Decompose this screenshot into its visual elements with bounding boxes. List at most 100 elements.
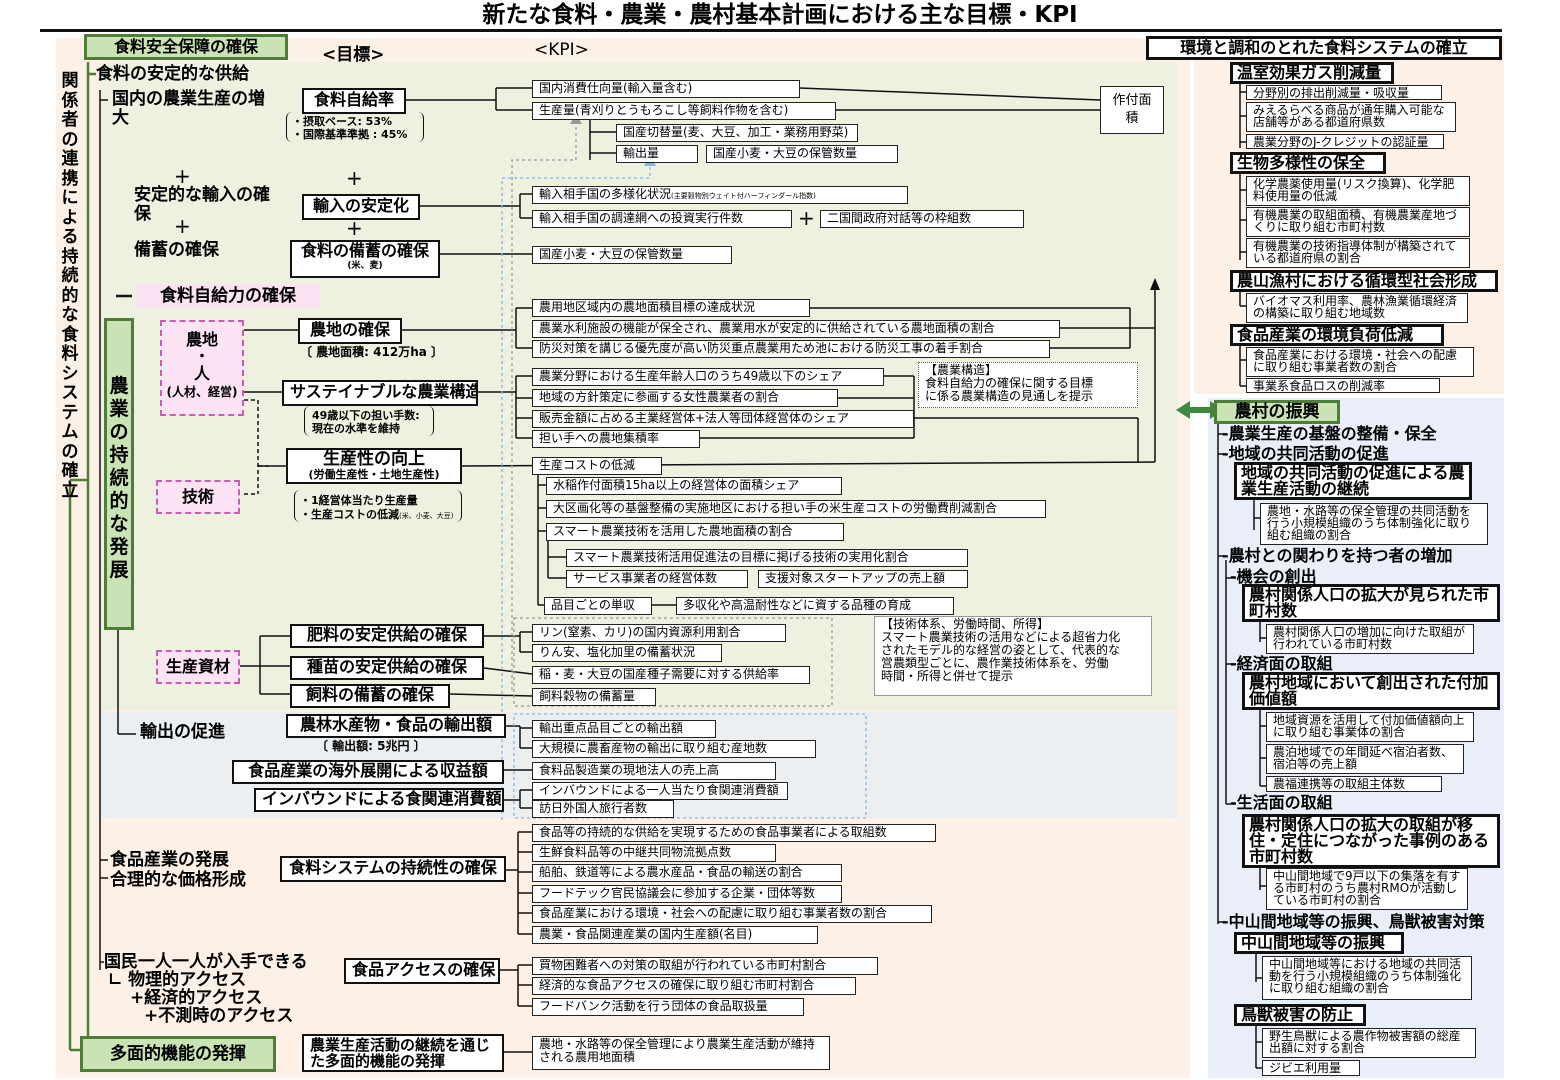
- kpi-visitors: 訪日外国人旅行者数: [532, 800, 674, 818]
- kpi-food-business: 食品等の持続的な供給を実現するための食品事業者による取組数: [532, 824, 936, 842]
- kpi-smart-practical: スマート農業技術活用促進法の目標に掲げる技術の実用化割合: [566, 549, 968, 567]
- bio-kpi-1: 化学農薬使用量(リスク換算)、化学肥料使用量の低減: [1246, 176, 1470, 206]
- kpi-storage-volume-2: 国産小麦・大豆の保管数量: [532, 246, 732, 264]
- kpi-15ha-share: 水稲作付面積15ha以上の経営体の面積シェア: [546, 477, 842, 495]
- kpi-plus: +: [798, 206, 815, 230]
- kpi-logistics-hubs: 生鮮食料品等の中継共同物流拠点数: [532, 844, 776, 862]
- kpi-conserved-farmland: 農地・水路等の保全管理により農業生産活動が維持される農用地面積: [532, 1036, 830, 1070]
- land-sub: (人材、経営): [166, 385, 238, 399]
- kpi-startup-sales: 支援対象スタートアップの売上額: [758, 570, 968, 588]
- goal-productivity-sub: (労働生産性・土地生産性): [308, 468, 440, 481]
- kpi-import-diversification-small: (主要穀物別ウェイト付ハーフィンダール指数): [671, 192, 816, 200]
- food-env-goal: 食品産業の環境負荷低減: [1230, 324, 1444, 346]
- goal-multifunction: 農業生産活動の継続を通じた多面的機能の発揮: [302, 1034, 504, 1072]
- ghg-kpi-3: 農業分野のJ-クレジットの認証量: [1246, 134, 1444, 149]
- kpi-storage-volume-1: 国産小麦・大豆の保管数量: [706, 145, 898, 163]
- biodiversity-goal: 生物多様性の保全: [1230, 152, 1386, 174]
- rural-economic: -経済面の取組: [1230, 654, 1333, 673]
- kpi-planted-area: 作付面積: [1100, 86, 1164, 134]
- farmland-note: 〔 農地面積: 412万ha 〕: [300, 345, 444, 359]
- rural-life: -生活面の取組: [1230, 793, 1333, 812]
- kpi-ship-rail: 船舶、鉄道等による農水産品・食品の輸送の割合: [532, 864, 842, 882]
- kpi-sales-share: 販売金額に占める主業経営体+法人等団体経営体のシェア: [532, 410, 914, 428]
- land-dot: ・: [195, 349, 209, 365]
- access-line-1: 国民一人一人が入手できる: [104, 952, 308, 972]
- kpi-bilateral-dialogue: 二国間政府対話等の枠組数: [820, 210, 1024, 228]
- land-people-factor: 農地 ・ 人 (人材、経営): [160, 320, 244, 416]
- access-line-3: +経済的アクセス: [130, 988, 263, 1008]
- foodenv-kpi-2: 事業系食品ロスの削減率: [1246, 378, 1440, 393]
- rural-mountain-goal: 中山間地域等の振興: [1234, 932, 1404, 954]
- rural-community: -地域の共同活動の促進: [1222, 444, 1389, 463]
- structure-note-2: 現在の水準を維持: [312, 422, 400, 435]
- rural-opportunity-goal: 農村関係人口の拡大が見られた市町村数: [1242, 584, 1500, 622]
- plus-1: +: [174, 164, 191, 188]
- land-title: 農地: [185, 330, 218, 349]
- plus-2: +: [174, 214, 191, 238]
- domestic-production-label: 国内の農業生産の増大: [112, 89, 265, 128]
- kpi-header: <KPI>: [534, 40, 589, 60]
- rural-community-goal: 地域の共同活動の促進による農業生産活動の継続: [1234, 462, 1472, 500]
- rural-beast-kpi-2: ジビエ利用量: [1262, 1060, 1360, 1076]
- materials-factor: 生産資材: [156, 650, 240, 684]
- goal-stockpile: 食料の備蓄の確保 (米、麦): [290, 240, 440, 278]
- goal-farmland: 農地の確保: [298, 318, 402, 344]
- kpi-phosphorus: リン(窒素、カリ)の国内資源利用割合: [532, 624, 786, 642]
- rural-opportunity-kpi: 農村関係人口の増加に向けた取組が行われている市町村数: [1266, 624, 1474, 654]
- ghg-kpi-1: 分野別の排出削減量・吸収量: [1246, 85, 1442, 100]
- sustainable-ag-label: 農業の持続的な発展: [104, 318, 134, 630]
- kpi-feed-reserve: 飼料穀物の備蓄量: [532, 688, 656, 706]
- kpi-cost-reduction: 生産コストの低減: [532, 457, 662, 475]
- kpi-domestic-consumption: 国内消費仕向量(輸入量含む): [532, 80, 800, 98]
- plus-3: +: [346, 166, 363, 190]
- goal-productivity-text: 生産性の向上: [323, 449, 425, 469]
- kpi-yield: 品目ごとの単収: [544, 597, 652, 615]
- kpi-overseas-sales: 食料品製造業の現地法人の売上高: [532, 762, 776, 780]
- foodenv-kpi-1: 食品産業における環境・社会への配慮に取り組む事業者数の割合: [1246, 347, 1474, 377]
- bio-kpi-3: 有機農業の技術指導体制が構築されている都道府県の割合: [1246, 238, 1470, 268]
- kpi-inbound-per-person: インバウンドによる一人当たり食関連消費額: [532, 782, 788, 800]
- goal-self-sufficiency: 食料自給率: [302, 88, 406, 114]
- food-supply-label: 食料の安定的な供給: [96, 64, 249, 84]
- plus-4: +: [346, 216, 363, 240]
- kpi-domestic-output: 農業・食品関連産業の国内生産額(名目): [532, 926, 818, 944]
- goal-feed: 飼料の備蓄の確保: [290, 684, 450, 708]
- prod-note-2: ・生産コストの低減(米、小麦、大豆): [300, 508, 453, 523]
- rural-economic-kpi-3: 農福連携等の取組主体数: [1266, 776, 1442, 792]
- kpi-disaster-pond: 防災対策を講じる優先度が高い防災重点農業用ため池における防災工事の着手割合: [532, 340, 1050, 358]
- goal-stockpile-sub: (米、麦): [347, 261, 383, 271]
- title-rule: [40, 29, 1502, 32]
- kpi-import-diversification: 輸入相手国の多様化状況(主要穀物別ウェイト付ハーフィンダール指数): [532, 186, 908, 204]
- prod-note-2-text: ・生産コストの低減: [300, 508, 399, 521]
- kpi-export-by-item: 輸出重点品目ごとの輸出額: [532, 720, 716, 738]
- food-security-label: 食料安全保障の確保: [84, 34, 288, 60]
- goal-stockpile-text: 食料の備蓄の確保: [300, 241, 429, 260]
- prod-note-2-small: (米、小麦、大豆): [399, 512, 454, 520]
- goal-seed: 種苗の安定供給の確保: [290, 656, 484, 680]
- kpi-land-consolidation: 担い手への農地集積率: [532, 430, 700, 448]
- ss-note-2: ・国際基準準拠 : 45%: [292, 128, 408, 141]
- rural-relations: -農村との関わりを持つ者の増加: [1222, 546, 1453, 565]
- kpi-env-social: 食品産業における環境・社会への配慮に取り組む事業者数の割合: [532, 905, 932, 923]
- kpi-service-providers: サービス事業者の経営体数: [566, 570, 748, 588]
- ghg-goal: 温室効果ガス削減量: [1230, 62, 1394, 84]
- kpi-fertilizer-reserve: りん安、塩化加里の備蓄状況: [532, 644, 722, 662]
- left-vertical-label: 関係者の連携による持続的な食料システムの確立: [61, 71, 79, 501]
- structure-note-1: 49歳以下の担い手数:: [312, 409, 420, 422]
- goal-export-value: 農林水産物・食品の輸出額: [286, 714, 506, 738]
- rural-mountain-kpi: 中山間地域等における地域の共同活動を行う小規模組織のうち体制強化に取り組む組織の…: [1262, 956, 1472, 1000]
- rural-title: 農村の振興: [1214, 400, 1340, 424]
- rural-community-kpi: 農地・水路等の保全管理の共同活動を行う小規模組織のうち体制強化に取り組む組織の割…: [1260, 503, 1488, 545]
- ghg-kpi-2: みえるらべる商品が通年購入可能な店舗等がある都道府県数: [1246, 102, 1456, 132]
- kpi-under49-share: 農業分野における生産年齢人口のうち49歳以下のシェア: [532, 368, 884, 386]
- kpi-domestic-switch: 国産切替量(麦、大豆、加工・業務用野菜): [616, 124, 858, 142]
- prod-note-bracket: [294, 490, 462, 522]
- kpi-farmland-target: 農用地区域内の農地面積目標の達成状況: [532, 299, 810, 317]
- kpi-import-diversification-text: 輸入相手国の多様化状況: [539, 187, 672, 201]
- export-label: 輸出の促進: [140, 722, 225, 742]
- kpi-export-volume: 輸出量: [616, 145, 698, 163]
- kpi-food-bank: フードバンク活動を行う団体の食品取扱量: [532, 998, 804, 1016]
- access-line-2: ∟ 物理的アクセス: [108, 970, 247, 990]
- rural-life-kpi: 中山間地域で9戸以下の集落を有する市町村のうち農村RMOが活動している市町村の割…: [1266, 868, 1468, 910]
